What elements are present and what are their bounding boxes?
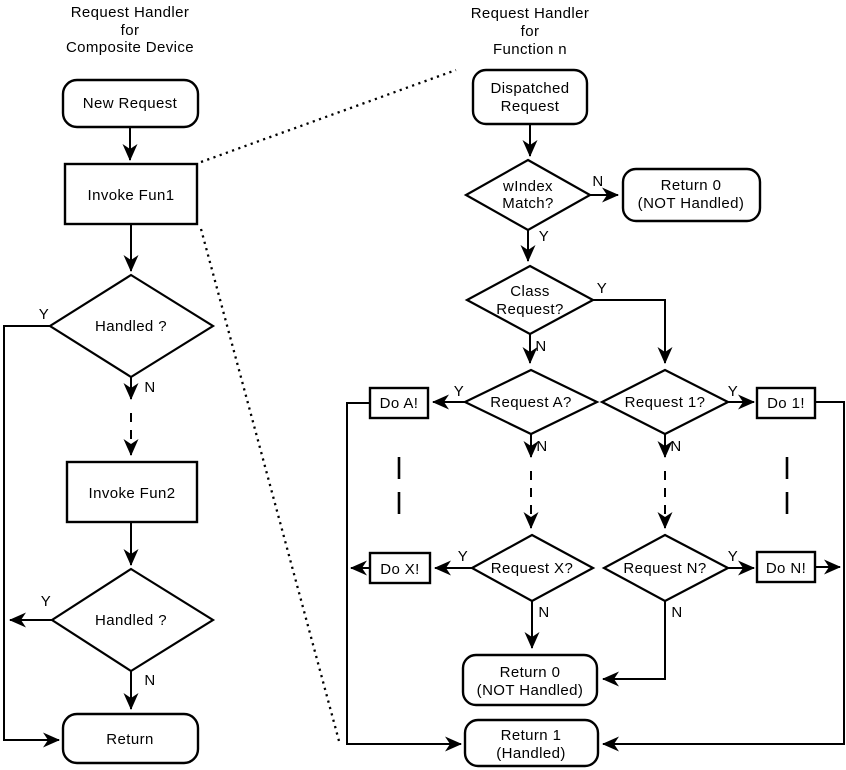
- branch-label-handled1-yes: Y: [39, 306, 49, 323]
- node-handled-1: [47, 273, 216, 379]
- right-chart-title-line3: Function n: [493, 41, 567, 58]
- branch-label-requesta-no: N: [536, 438, 547, 455]
- node-do-a-label: Do A!: [380, 395, 419, 412]
- node-windex-match: [463, 158, 593, 232]
- node-return: [61, 712, 200, 765]
- node-class-label-line1: Class: [510, 283, 550, 300]
- node-request-x: [469, 533, 596, 603]
- node-do-n-label: Do N!: [766, 560, 806, 577]
- node-return0-top-label-line2: (NOT Handled): [638, 195, 745, 212]
- node-request-1: [599, 368, 731, 436]
- node-return1-label-line2: (Handled): [496, 745, 565, 762]
- node-dispatched-request: [471, 68, 589, 126]
- node-windex-label-line1: wIndex: [502, 178, 553, 195]
- node-request-a-label: Request A?: [490, 394, 572, 411]
- node-new-request-label: New Request: [83, 95, 178, 112]
- branch-label-requestn-yes: Y: [728, 548, 738, 565]
- node-invoke-fun1-label: Invoke Fun1: [88, 187, 175, 204]
- node-do-x-label: Do X!: [380, 561, 420, 578]
- branch-label-handled2-no: N: [144, 672, 155, 689]
- node-windex-label-line2: Match?: [502, 195, 554, 212]
- node-do-x: [368, 551, 432, 585]
- node-request-x-label: Request X?: [491, 560, 573, 577]
- right-chart-title-line1: Request Handler: [471, 5, 590, 22]
- zoom-indicator-line-bottom: [199, 228, 341, 742]
- branch-label-class-yes: Y: [597, 280, 607, 297]
- node-request-a: [462, 368, 600, 436]
- node-return0-bottom: [461, 653, 599, 707]
- right-chart-title-line2: for: [521, 23, 540, 40]
- node-invoke-fun1: [63, 162, 199, 226]
- left-flowchart: Request Handler for Composite Device New…: [3, 4, 216, 765]
- node-class-label-line2: Request?: [496, 301, 563, 318]
- branch-label-requesta-yes: Y: [454, 383, 464, 400]
- node-return0-top-label-line1: Return 0: [661, 177, 722, 194]
- branch-label-requestx-yes: Y: [458, 548, 468, 565]
- branch-label-request1-yes: Y: [728, 383, 738, 400]
- node-do-1-label: Do 1!: [767, 395, 805, 412]
- left-chart-title-line3: Composite Device: [66, 39, 194, 56]
- node-return0-bottom-label-line2: (NOT Handled): [477, 682, 584, 699]
- left-chart-title-line2: for: [121, 22, 140, 39]
- zoom-indicator-line-top: [200, 68, 457, 164]
- node-do-1: [755, 386, 817, 420]
- node-new-request: [61, 78, 200, 129]
- node-handled-1-label: Handled ?: [95, 318, 167, 335]
- node-do-n: [755, 550, 817, 584]
- node-do-a: [368, 386, 430, 420]
- left-chart-title-line1: Request Handler: [71, 4, 190, 21]
- node-return-label: Return: [106, 731, 153, 748]
- node-return0-bottom-label-line1: Return 0: [500, 664, 561, 681]
- node-handled-2: [49, 567, 216, 673]
- node-invoke-fun2: [65, 460, 199, 524]
- branch-label-requestn-no: N: [671, 604, 682, 621]
- node-request-1-label: Request 1?: [625, 394, 706, 411]
- branch-label-class-no: N: [535, 338, 546, 355]
- branch-label-request1-no: N: [670, 438, 681, 455]
- node-request-n-label: Request N?: [623, 560, 706, 577]
- edge-handled1-yes-rail-to-return: [3, 325, 60, 748]
- edge-left-rail-to-return1: [346, 402, 462, 752]
- node-handled-2-label: Handled ?: [95, 612, 167, 629]
- node-request-n: [601, 533, 731, 603]
- branch-label-requestx-no: N: [538, 604, 549, 621]
- zoom-connector-lines: [199, 68, 457, 742]
- edge-right-rail-to-return1: [602, 401, 845, 752]
- branch-label-windex-no: N: [592, 173, 603, 190]
- edge-requestn-no-to-return0: [602, 601, 666, 687]
- branch-label-handled1-no: N: [144, 379, 155, 396]
- node-dispatched-label-line2: Request: [501, 98, 560, 115]
- branch-label-windex-yes: Y: [539, 228, 549, 245]
- node-return1: [463, 718, 600, 768]
- branch-label-handled2-yes: Y: [41, 593, 51, 610]
- edge-class-yes-to-request1: [593, 299, 673, 364]
- node-invoke-fun2-label: Invoke Fun2: [89, 485, 176, 502]
- node-return0-top: [621, 167, 762, 223]
- node-dispatched-label-line1: Dispatched: [490, 80, 569, 97]
- right-flowchart: Request Handler for Function n: [346, 5, 845, 768]
- node-return1-label-line1: Return 1: [501, 727, 562, 744]
- node-class-request: [464, 264, 596, 336]
